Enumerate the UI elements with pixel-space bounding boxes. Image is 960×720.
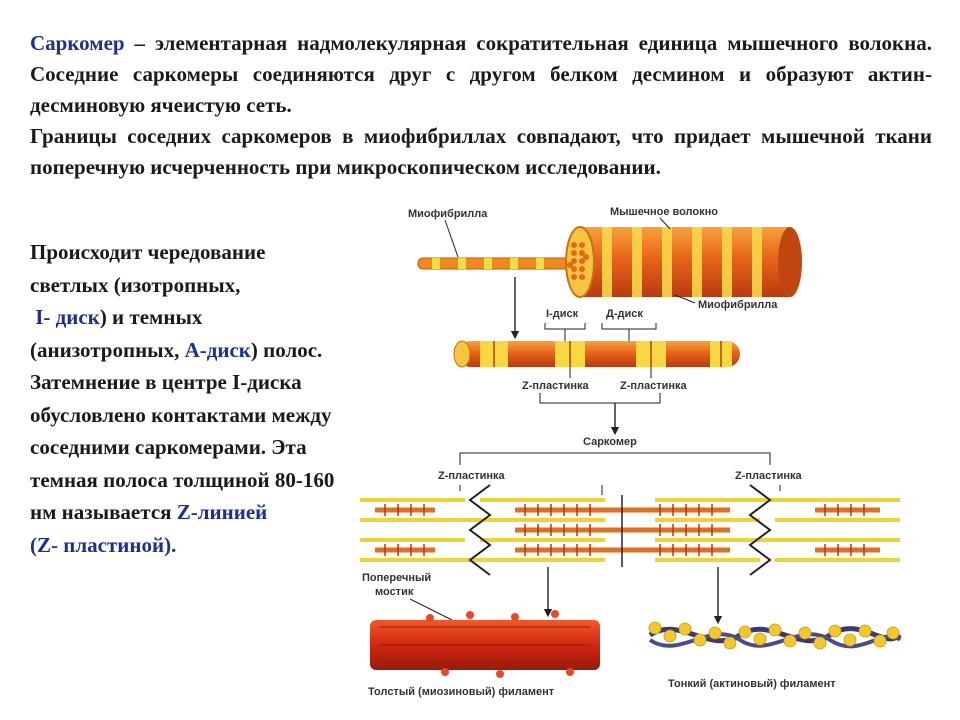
label-z-plate-2: Z-пластинка (620, 380, 688, 392)
label-a-disk: Д-диск (606, 308, 643, 320)
left-text-b: ) и темных (анизотропных, (30, 305, 203, 362)
label-z-plate-left: Z-пластинка (438, 470, 506, 482)
intro-text: – элементарная надмолекулярная сократите… (30, 31, 932, 117)
label-i-disk: I-диск (546, 308, 579, 320)
z-plate-term: Z- пластиной (37, 532, 165, 557)
left-text-d: Затемнение в центре I-диска обусловлено … (30, 370, 335, 524)
thick-filament-illustration: Поперечный мостик Толстый (миозиновый) ф… (362, 567, 600, 698)
label-z-plate-1: Z-пластинка (522, 380, 590, 392)
label-sarcomere: Саркомер (583, 436, 637, 448)
left-text-c: ) полос. (250, 337, 323, 362)
label-myofibril-right: Миофибрилла (698, 299, 778, 311)
paren-close: ). (164, 532, 177, 557)
label-cross-bridge-1: Поперечный (362, 572, 431, 584)
left-paragraph: Происходит чередование светлых (изотропн… (30, 236, 335, 561)
z-line-term: Z-линией (176, 500, 268, 524)
label-cross-bridge-2: мостик (375, 586, 414, 598)
label-muscle-fiber: Мышечное волокно (610, 206, 718, 218)
sarcomere-term: Саркомер (30, 31, 125, 55)
label-thin-filament: Тонкий (актиновый) филамент (668, 678, 836, 690)
left-text-a: Происходит чередование светлых (изотропн… (30, 240, 266, 297)
thin-filament-illustration: Тонкий (актиновый) филамент (648, 567, 902, 690)
intro-paragraph: Саркомер – элементарная надмолекулярная … (30, 28, 932, 121)
myofibril-segment: I-диск Д-диск Z-пластинка Z-пластинка Са… (453, 308, 771, 465)
muscle-fiber-illustration: Миофибрилла Мышечное волокно Миофибрилла (408, 206, 802, 340)
i-disk-term: I- диск (35, 305, 100, 329)
label-myofibril-top: Миофибрилла (408, 208, 488, 220)
paren-open: ( (30, 532, 37, 557)
label-thick-filament: Толстый (миозиновый) филамент (368, 686, 555, 698)
sarcomere-figure: Миофибрилла Мышечное волокно Миофибрилла… (360, 206, 902, 698)
sarcomere-filaments: Z-пластинка Z-пластинка (360, 470, 900, 576)
a-disk-term: А-диск (184, 337, 251, 362)
label-z-plate-right: Z-пластинка (735, 470, 803, 482)
striation-paragraph: Границы соседних саркомеров в миофибрилл… (30, 124, 932, 179)
